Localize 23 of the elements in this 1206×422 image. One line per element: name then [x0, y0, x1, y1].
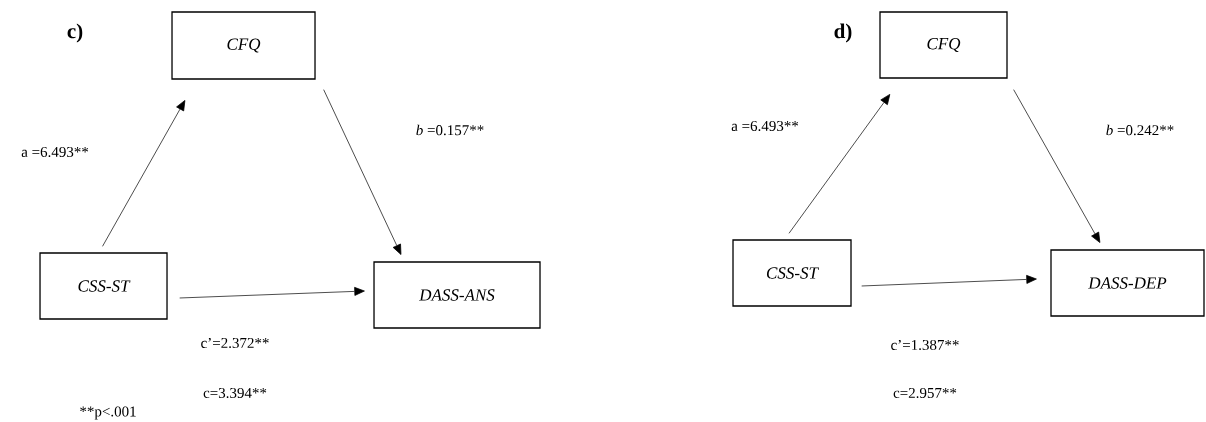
edge-label: c’=1.387** — [889, 338, 961, 352]
path-coefficient: c=3.394** — [203, 387, 267, 399]
arrow — [1013, 89, 1101, 243]
panel-letter: c) — [67, 23, 83, 43]
significance-note: **p<.001 — [80, 406, 136, 420]
variable-box: CSS-ST — [732, 239, 852, 307]
variable-box: CSS-ST — [39, 252, 168, 320]
arrow — [323, 89, 402, 255]
variable-box: CFQ — [171, 11, 316, 80]
panel-letter: d) — [834, 23, 852, 43]
edge-label: a =6.493** — [730, 119, 800, 133]
arrow — [179, 286, 365, 299]
arrow — [861, 275, 1037, 287]
edge-label: a =6.493** — [20, 145, 90, 159]
variable-box: CFQ — [879, 11, 1008, 79]
variable-box: DASS-ANS — [373, 261, 541, 329]
edge-label: c’=2.372** — [199, 336, 271, 350]
variable-box: DASS-DEP — [1050, 249, 1205, 317]
arrow — [102, 100, 186, 247]
edge-label: b =0.157** — [414, 123, 486, 137]
path-coefficient: c=2.957** — [893, 387, 957, 399]
arrow — [788, 94, 891, 234]
edge-label: b =0.242** — [1104, 123, 1176, 137]
